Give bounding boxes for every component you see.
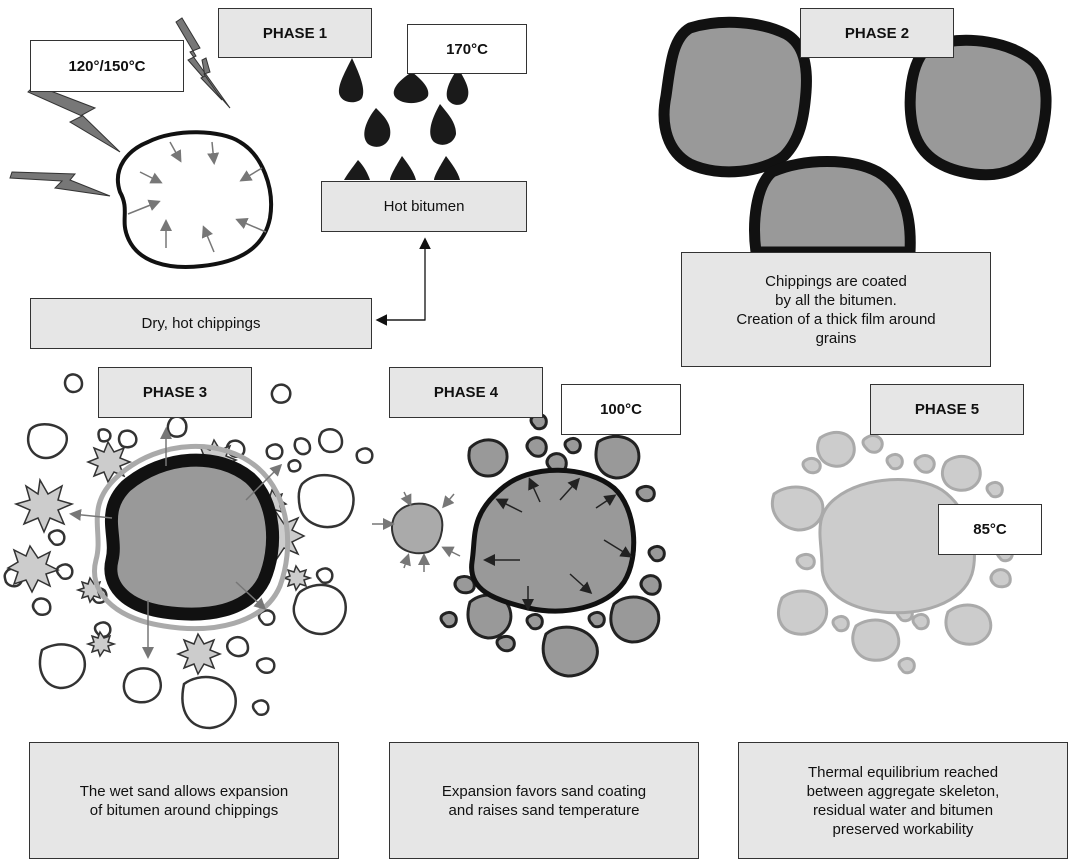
bitumen-coated-core [469, 467, 637, 614]
dry-hot-chipping [116, 130, 273, 269]
dry-hot-chippings-label: Dry, hot chippings [30, 298, 372, 349]
coated-chippings [658, 16, 1052, 258]
phase-4-temperature-label: 100°C [561, 384, 681, 435]
bitumen-temperature-label: 170°C [407, 24, 527, 74]
expanding-bitumen-chipping [69, 427, 291, 659]
phase-4-label: PHASE 4 [389, 367, 543, 418]
chippings-temperature-label: 120°/150°C [30, 40, 184, 92]
phase-2-description: Chippings are coated by all the bitumen.… [681, 252, 991, 367]
phase-3-description: The wet sand allows expansion of bitumen… [29, 742, 339, 859]
connector-arrow [375, 237, 431, 326]
equilibrium-core [818, 478, 976, 615]
phase-4-description: Expansion favors sand coating and raises… [389, 742, 699, 859]
small-chipping [372, 491, 461, 572]
phase-3-label: PHASE 3 [98, 367, 252, 418]
sand-grains [3, 373, 374, 730]
equilibrium-aggregate [771, 430, 1014, 675]
lightning-bolts-icon [9, 17, 231, 197]
hot-bitumen-label: Hot bitumen [321, 181, 527, 232]
bitumen-drops-icon [338, 58, 469, 180]
phase-2-label: PHASE 2 [800, 8, 954, 58]
phase-5-label: PHASE 5 [870, 384, 1024, 435]
coated-sand-grains [439, 412, 666, 678]
phase-5-description: Thermal equilibrium reached between aggr… [738, 742, 1068, 859]
phase-1-label: PHASE 1 [218, 8, 372, 58]
phase-5-temperature-label: 85°C [938, 504, 1042, 555]
